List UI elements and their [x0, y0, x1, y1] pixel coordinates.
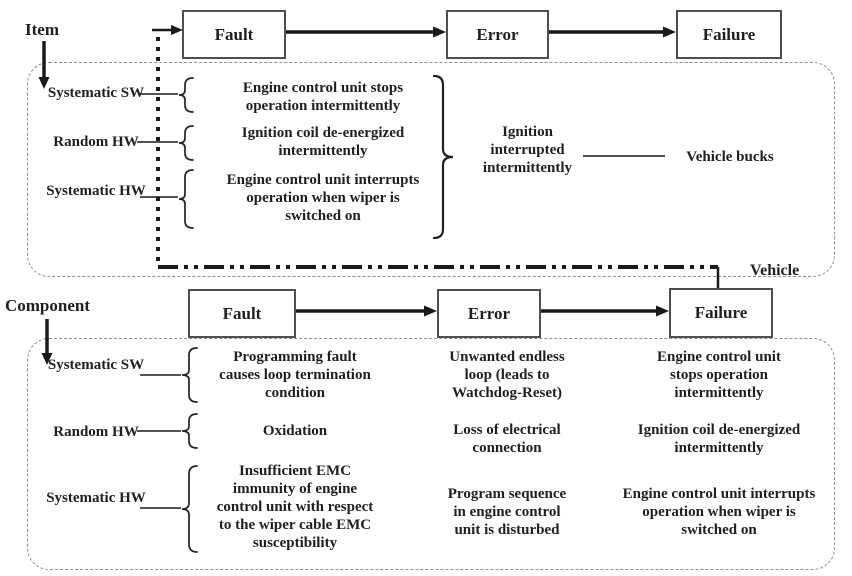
item-level-boundary [27, 62, 835, 277]
component-error-1: Unwanted endless loop (leads to Watchdog… [449, 349, 565, 401]
item-failure-text: Vehicle bucks [686, 149, 774, 165]
item-down-arrowhead [38, 77, 50, 89]
item-fault-2: Ignition coil de-energized intermittentl… [241, 125, 405, 159]
item-category-systematic-hw: Systematic HW [46, 183, 146, 199]
item-category-random-hw: Random HW [53, 134, 139, 150]
item-category-systematic-sw: Systematic SW [47, 85, 145, 101]
component-category-systematic-sw: Systematic SW [47, 357, 145, 373]
component-error-box: Error [437, 289, 541, 338]
feedback-entry-arrowhead [171, 25, 183, 35]
component-brace-3 [181, 465, 198, 553]
braces [178, 74, 454, 553]
arrow-lines [42, 28, 720, 355]
component-fault-2: Oxidation [262, 423, 328, 439]
item-fault-box: Fault [182, 10, 286, 59]
item-brace-2 [178, 125, 194, 161]
item-failure-box: Failure [676, 10, 782, 59]
category-connector-lines [137, 93, 665, 509]
arrow-heads [38, 25, 676, 365]
component-error-3: Program sequence in engine control unit … [447, 486, 567, 538]
vehicle-boundary-label: Vehicle [750, 262, 800, 279]
component-fault-1: Programming fault causes loop terminatio… [219, 349, 371, 401]
item-brace-1 [178, 77, 194, 113]
component-category-systematic-hw: Systematic HW [46, 490, 146, 506]
component-brace-2 [181, 413, 198, 449]
component-scope-label: Component [4, 296, 90, 315]
item-grouping-brace [432, 74, 454, 240]
component-failure-1: Engine control unit stops operation inte… [657, 349, 781, 401]
component-fault-error-arrowhead [424, 305, 437, 317]
item-error-failure-arrowhead [663, 26, 676, 38]
component-fault-box: Fault [188, 289, 296, 338]
item-error-text: Ignition interrupted intermittently [482, 124, 573, 176]
component-down-arrowhead [41, 353, 53, 365]
component-brace-1 [181, 347, 198, 403]
component-category-random-hw: Random HW [53, 424, 139, 440]
component-error-failure-arrowhead [656, 305, 669, 317]
item-error-box: Error [446, 10, 549, 59]
component-level-boundary [27, 338, 835, 570]
component-failure-box: Failure [669, 288, 773, 338]
component-error-2: Loss of electrical connection [453, 422, 561, 456]
item-fault-1: Engine control unit stops operation inte… [242, 80, 404, 114]
item-brace-3 [178, 169, 194, 229]
component-fault-3: Insufficient EMC immunity of engine cont… [216, 463, 374, 551]
item-scope-label: Item [25, 20, 59, 39]
item-fault-3: Engine control unit interrupts operation… [226, 172, 420, 224]
component-failure-3: Engine control unit interrupts operation… [622, 486, 816, 538]
item-fault-error-arrowhead [433, 26, 446, 38]
component-failure-2: Ignition coil de-energized intermittentl… [637, 422, 801, 456]
